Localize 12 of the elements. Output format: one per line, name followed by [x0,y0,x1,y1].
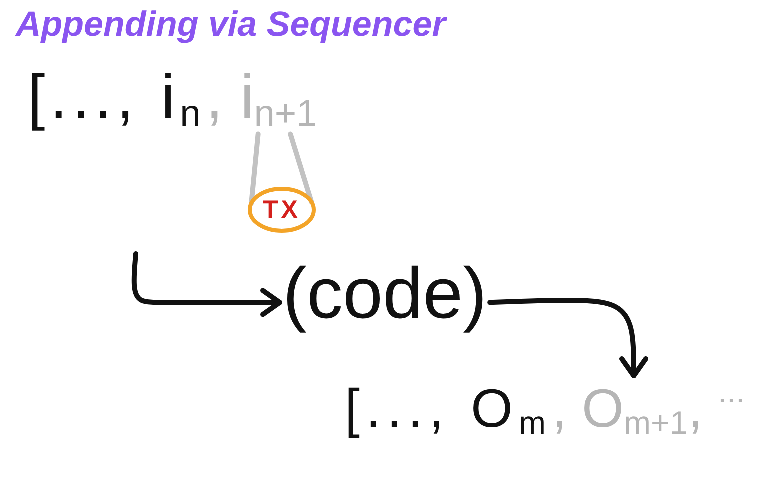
arrow [132,252,282,318]
circle-label: TX [263,196,301,224]
connector-line [288,132,314,205]
transaction-circle [248,187,316,233]
diagram-title: Appending via Sequencer [16,5,446,46]
list-text: [..., i$_{n}$ [28,62,206,134]
connector-line [249,132,261,206]
code-label: (code) [283,253,488,336]
list-text: [..., O$_{m}$ [345,378,552,440]
arrow [488,298,648,378]
appended-item-text: , O$_{m+1}$, $^{...}$ [552,378,745,440]
appended-item-text: , i$_{n+1}$ [206,62,318,134]
